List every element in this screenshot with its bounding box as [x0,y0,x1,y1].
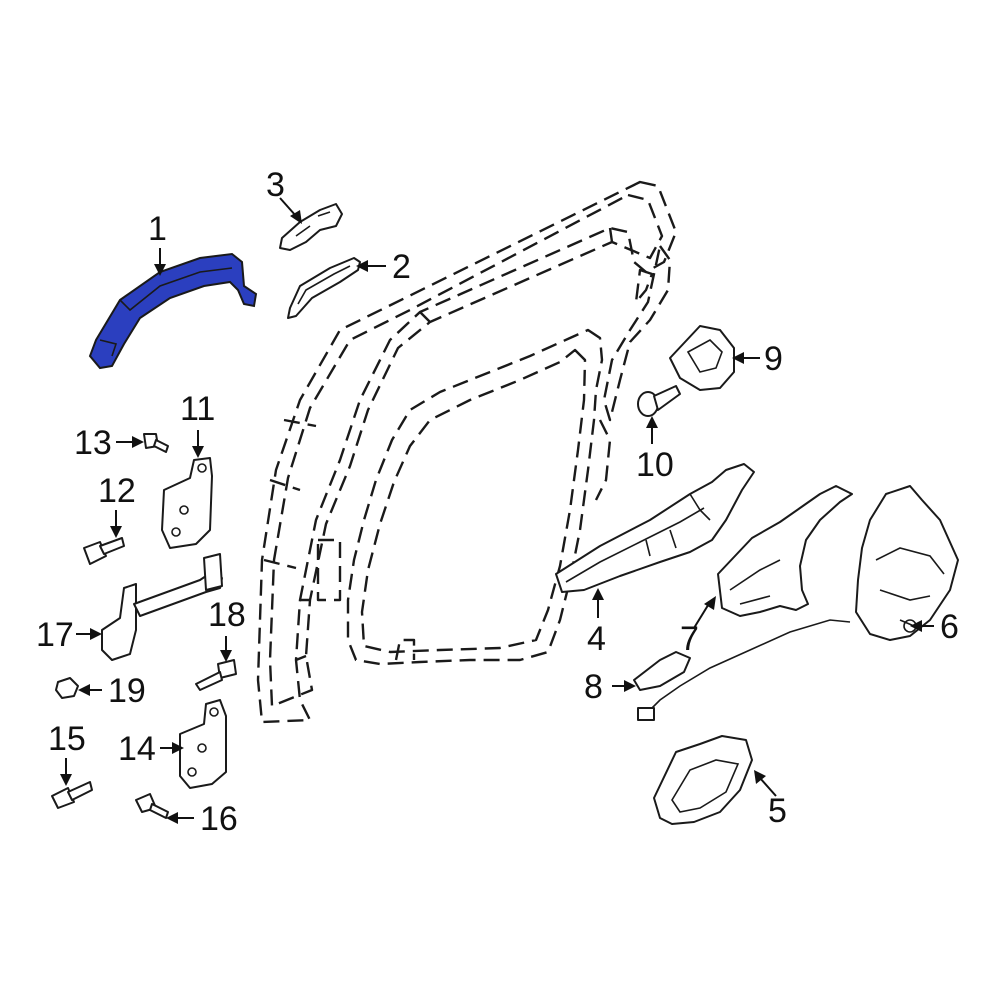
latch-cable [637,619,851,721]
callout-5: 5 [768,792,787,830]
door-frame-outline [256,180,678,724]
leader-arrows [60,197,934,824]
callout-15: 15 [48,720,86,758]
door-latch[interactable] [855,485,959,641]
callout-16: 16 [200,800,238,838]
callout-6: 6 [940,608,959,646]
callout-10: 10 [636,446,674,484]
callout-11: 11 [180,390,216,428]
handle-bezel[interactable] [279,203,343,251]
callout-2: 2 [392,248,411,286]
callout-17: 17 [36,616,74,654]
callout-8: 8 [584,668,603,706]
upper-hinge[interactable] [161,457,213,549]
callout-19: 19 [108,672,146,710]
cable-clip[interactable] [633,651,691,691]
callout-12: 12 [98,472,136,510]
hinge-bolt-12[interactable] [83,537,125,565]
callout-18: 18 [208,596,246,634]
callout-4: 4 [587,620,606,658]
outside-handle[interactable] [88,252,258,370]
hinge-bolt-15[interactable] [51,781,93,809]
hinge-bolt-16[interactable] [135,793,169,819]
handle-carrier[interactable] [555,463,755,593]
striker-bolt[interactable] [637,385,681,417]
callout-14: 14 [118,730,156,768]
callout-7: 7 [680,620,699,658]
hinge-bolt-13[interactable] [143,433,169,453]
latch-cover[interactable] [717,485,853,617]
door-striker[interactable] [669,325,735,391]
callout-13: 13 [74,424,112,462]
callout-3: 3 [266,166,285,204]
inside-handle[interactable] [653,735,753,825]
lower-hinge[interactable] [179,699,227,789]
callout-1: 1 [148,210,167,248]
callout-9: 9 [764,340,783,378]
check-bolt[interactable] [195,659,237,691]
check-nut[interactable] [55,677,79,699]
handle-cover[interactable] [287,257,361,319]
door-check[interactable] [101,553,223,661]
